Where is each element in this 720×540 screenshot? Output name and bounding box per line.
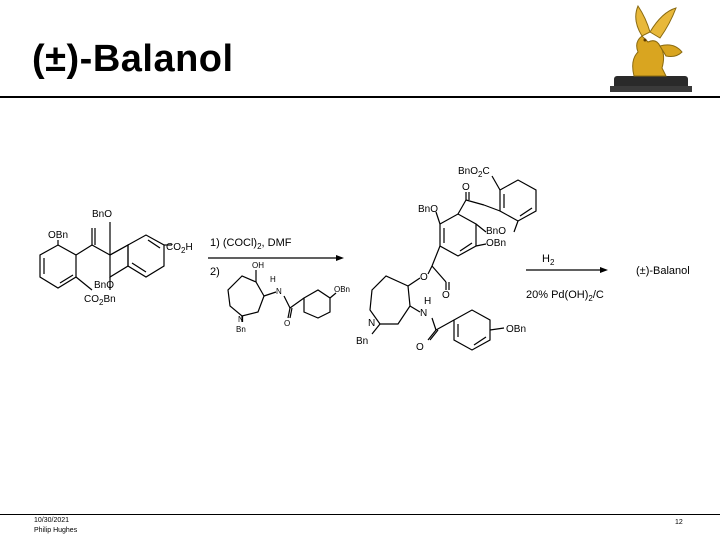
amide-h-label: H [424,296,431,307]
footer-author: Philip Hughes [34,527,78,534]
step2-h2-label: H [542,253,550,265]
start-material: OBn BnO BnO CO2Bn CO2H [39,209,193,307]
step1-conditions: 1) (COCl)2, DMF 2) OH H N OBn N Bn O [208,237,350,334]
bn-label: Bn [356,336,368,347]
reagent-oh-label: OH [252,261,264,270]
title-divider [0,96,720,98]
obn-right-label: OBn [486,238,506,249]
svg-text:CO2Bn: CO2Bn [84,294,116,307]
reagent-obn-label: OBn [334,285,350,294]
ring-n-label: N [368,318,375,329]
ketone-o-label: O [462,182,470,193]
svg-text:CO2H: CO2H [166,242,193,255]
reagent-n-amide-label: N [276,287,282,296]
obn-tail-label: OBn [506,324,526,335]
amide-n-label: N [420,308,427,319]
bno-right-label: BnO [486,226,506,237]
reagent-bn-label: Bn [236,325,246,334]
bno-left-label: BnO [418,204,438,215]
svg-text:H2: H2 [542,253,555,267]
bno2c-label: BnO [458,166,478,177]
svg-text:20% Pd(OH)2/C: 20% Pd(OH)2/C [526,289,604,303]
step1-line2: 2) [210,266,220,278]
bno-bottom-label: BnO [94,280,114,291]
reagent-h-label: H [270,275,276,284]
product-label: (±)-Balanol [636,265,690,277]
step2-conditions: H2 20% Pd(OH)2/C [526,253,608,303]
svg-text:1) (COCl)2, DMF: 1) (COCl)2, DMF [210,237,292,251]
svg-text:BnO2C: BnO2C [458,166,490,179]
reagent-o-label: O [284,319,290,328]
co2bn-label: CO [84,294,99,305]
bno-top-label: BnO [92,209,112,220]
step2-catalyst-label: 20% Pd(OH) [526,289,588,301]
griffin-logo-icon [610,4,692,92]
footer-date: 10/30/2021 [34,517,70,524]
intermediate-product: BnO2C O BnO BnO OBn O O H N N Bn O OBn [356,166,537,353]
footer-divider [0,514,720,515]
obn-left-label: OBn [48,230,68,241]
page-number: 12 [675,519,683,526]
ester-o-label: O [420,272,428,283]
carbonyl-o-label: O [442,290,450,301]
reagent-n-ring-label: N [238,315,244,324]
co2h-label: CO [166,242,181,253]
page-title: (±)-Balanol [32,38,234,80]
step1-line1: 1) (COCl) [210,237,257,249]
amide-o-label: O [416,342,424,353]
